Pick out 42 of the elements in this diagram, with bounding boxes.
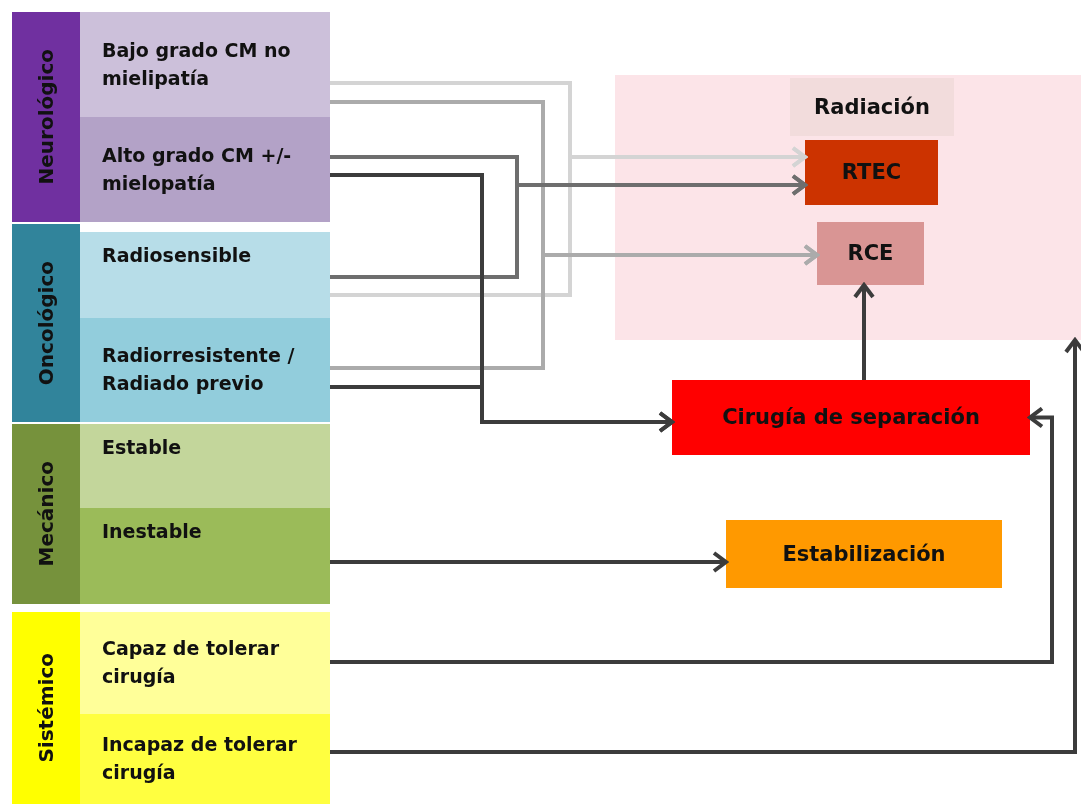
- criterion-row: [80, 714, 330, 804]
- arrow: [330, 551, 728, 573]
- criterion-text: Incapaz de tolerar cirugía: [102, 732, 298, 785]
- criterion-text: Radiorresistente / Radiado previo: [102, 343, 296, 396]
- criterion-row: [80, 232, 330, 318]
- category-label: Sistémico: [34, 653, 58, 763]
- arrow: [330, 146, 807, 297]
- criterion-row: [80, 508, 330, 604]
- category-band: [12, 612, 80, 804]
- category-label: Neurológico: [34, 49, 58, 185]
- criterion-text: Bajo grado CM no mielipatía: [102, 37, 292, 91]
- criterion-text: Capaz de tolerar cirugía: [102, 636, 281, 689]
- criterion-row: [80, 12, 330, 117]
- category-band: [12, 12, 80, 222]
- criterion-row: [80, 117, 330, 222]
- arrow: [330, 174, 807, 279]
- treatment-label: RCE: [847, 240, 894, 268]
- criterion-text: Radiosensible: [102, 243, 252, 268]
- treatment-area: [615, 75, 1081, 340]
- treatment-label: Estabilización: [782, 540, 946, 568]
- area-heading: Radiación: [790, 78, 954, 137]
- category-label: Mecánico: [34, 461, 58, 567]
- criterion-text: Estable: [102, 435, 182, 460]
- category-label: Oncológico: [34, 260, 58, 386]
- criterion-text: Alto grado CM +/- mielopatía: [102, 142, 293, 196]
- arrow: [853, 283, 875, 380]
- treatment-box: [805, 140, 938, 205]
- criterion-row: [80, 318, 330, 422]
- treatment-box: [672, 380, 1030, 455]
- arrow: [330, 406, 1054, 664]
- criterion-row: [80, 424, 330, 508]
- criterion-row: [80, 612, 330, 714]
- treatment-box: [817, 222, 924, 285]
- arrow: [330, 338, 1081, 754]
- treatment-box: [726, 520, 1002, 588]
- arrow: [330, 244, 819, 370]
- treatment-label: RTEC: [841, 159, 902, 187]
- arrow: [330, 385, 674, 433]
- category-band: [12, 224, 80, 422]
- treatment-label: Cirugía de separación: [722, 404, 980, 432]
- criterion-text: Inestable: [102, 519, 202, 544]
- category-band: [12, 424, 80, 604]
